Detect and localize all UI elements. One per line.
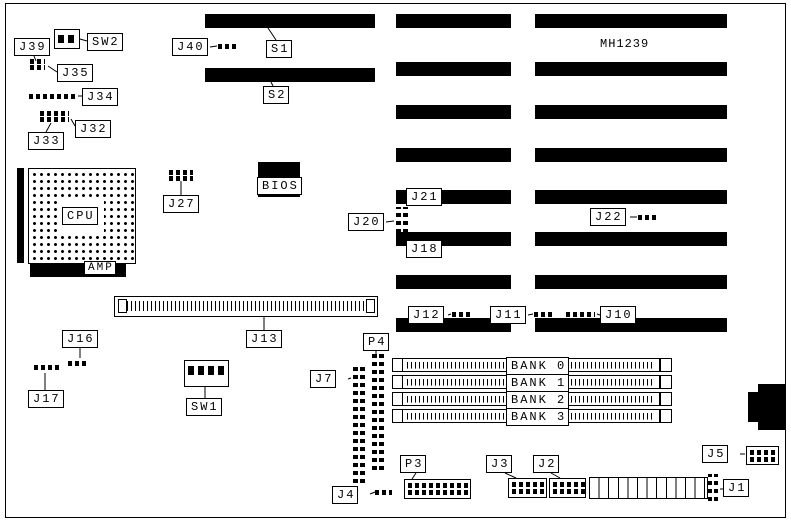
connector-j4 [375,488,392,497]
j13-clip [366,299,375,313]
connector-j32-j33 [40,110,69,122]
expansion-slot-bar [535,62,727,76]
expansion-slot-bar [535,275,727,289]
connector-j2 [549,478,586,498]
callout-j40: J40 [172,38,208,56]
dip-switch-sw1 [184,360,229,387]
expansion-slot-bar [396,148,511,162]
power-connector [589,477,708,499]
connector-j40 [218,42,238,51]
callout-j39: J39 [14,38,50,56]
callout-sw2: SW2 [87,33,123,51]
callout-p3: P3 [400,455,427,473]
keyboard-connector-tab [748,392,758,422]
connector-j3 [508,478,547,498]
board-outline [5,3,786,518]
simm-clip [392,409,403,423]
callout-j32: J32 [75,120,111,138]
callout-j2: J2 [533,455,560,473]
connector-j22 [638,213,659,222]
callout-j27: J27 [163,195,199,213]
keyboard-connector [758,384,785,430]
j13-clip [118,299,127,313]
bios-label: BIOS [257,177,302,195]
callout-j12: J12 [408,306,444,324]
simm-clip [660,409,672,423]
callout-j17: J17 [28,390,64,408]
connector-p4 [369,352,386,470]
simm-clip [660,375,672,389]
callout-j16: J16 [62,330,98,348]
callout-j13: J13 [246,330,282,348]
slot-s2-bar [205,68,375,82]
connector-j27 [169,169,193,181]
callout-j34: J34 [82,88,118,106]
connector-j1 [707,474,719,501]
amp-label: AMP [84,261,116,275]
callout-j7: J7 [310,370,337,388]
callout-j22: J22 [590,208,626,226]
callout-j11: J11 [490,306,526,324]
cpu-side-connector [17,168,24,263]
callout-j21: J21 [406,188,442,206]
callout-s1: S1 [266,40,293,58]
connector-j17 [34,363,61,372]
callout-j1: J1 [723,479,750,497]
callout-j5: J5 [702,445,729,463]
dip-switch-sw2 [54,29,80,49]
callout-j3: J3 [486,455,513,473]
callout-j10: J10 [600,306,636,324]
simm-clip [660,358,672,372]
connector-j16 [68,359,89,368]
callout-j4: J4 [332,486,359,504]
callout-j20: J20 [348,213,384,231]
expansion-slot-bar [535,190,727,204]
callout-j35: J35 [57,64,93,82]
expansion-slot-bar [535,14,727,28]
simm-clip [392,392,403,406]
callout-s2: S2 [263,86,290,104]
bank2-label: BANK 2 [506,391,570,409]
connector-j5 [746,446,779,465]
board-part-number: MH1239 [600,37,650,51]
simm-clip [392,358,403,372]
connector-j20 [395,207,409,233]
expansion-slot-bar [535,318,727,332]
simm-clip [660,392,672,406]
callout-j33: J33 [28,132,64,150]
cpu-label: CPU [62,207,98,225]
connector-j39 [30,57,45,70]
slot-s1-bar [205,14,375,28]
expansion-slot-bar [396,14,511,28]
connector-j10 [566,310,595,319]
simm-clip [392,375,403,389]
connector-j11 [534,310,555,319]
connector-j13 [114,296,378,317]
expansion-slot-bar [396,105,511,119]
bank3-label: BANK 3 [506,408,570,426]
expansion-slot-bar [535,105,727,119]
expansion-slot-bar [396,62,511,76]
connector-j7 [351,367,366,483]
cpu-socket [28,168,136,264]
expansion-slot-bar [535,148,727,162]
bank1-label: BANK 1 [506,374,570,392]
connector-j12 [452,310,472,319]
callout-sw1: SW1 [186,398,222,416]
connector-j34 [29,92,77,101]
callout-p4: P4 [363,333,390,351]
bank0-label: BANK 0 [506,357,570,375]
expansion-slot-bar [396,275,511,289]
callout-j18: J18 [406,240,442,258]
expansion-slot-bar [535,232,727,246]
connector-p3 [404,479,471,499]
